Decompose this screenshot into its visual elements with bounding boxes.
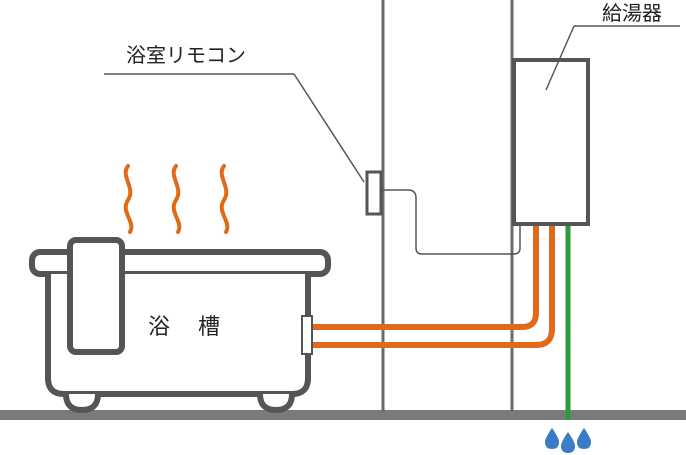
water-drop-2 xyxy=(561,432,575,453)
bathtub-label-char-2: 槽 xyxy=(198,315,220,340)
water-heater-leader-line xyxy=(545,25,575,91)
hot-water-pipes xyxy=(312,226,555,348)
bathtub xyxy=(29,237,331,413)
steam-wave-3 xyxy=(219,164,230,234)
steam-wave-2 xyxy=(171,164,182,234)
remote-label: 浴室リモコン xyxy=(126,43,246,67)
tub-pipe-fitting xyxy=(301,315,313,355)
hot-water-pipe-upper xyxy=(312,226,539,330)
steam-icon xyxy=(123,164,230,234)
bathtub-foot-right xyxy=(257,393,295,413)
water-heater xyxy=(512,58,590,226)
water-heater-label: 給湯器 xyxy=(602,1,662,25)
remote-cable xyxy=(381,189,521,255)
hot-water-pipe-lower xyxy=(312,226,555,348)
remote-leader-line xyxy=(293,73,365,183)
bathroom-remote xyxy=(365,170,383,216)
water-drop-icon xyxy=(545,428,591,453)
bathtub-foot-left xyxy=(63,393,101,413)
steam-wave-1 xyxy=(123,164,134,234)
water-drop-3 xyxy=(577,428,591,449)
bathtub-headrest xyxy=(67,237,125,355)
water-drop-1 xyxy=(545,428,559,449)
floor xyxy=(0,410,686,420)
bathtub-label-char-1: 浴 xyxy=(148,315,170,340)
